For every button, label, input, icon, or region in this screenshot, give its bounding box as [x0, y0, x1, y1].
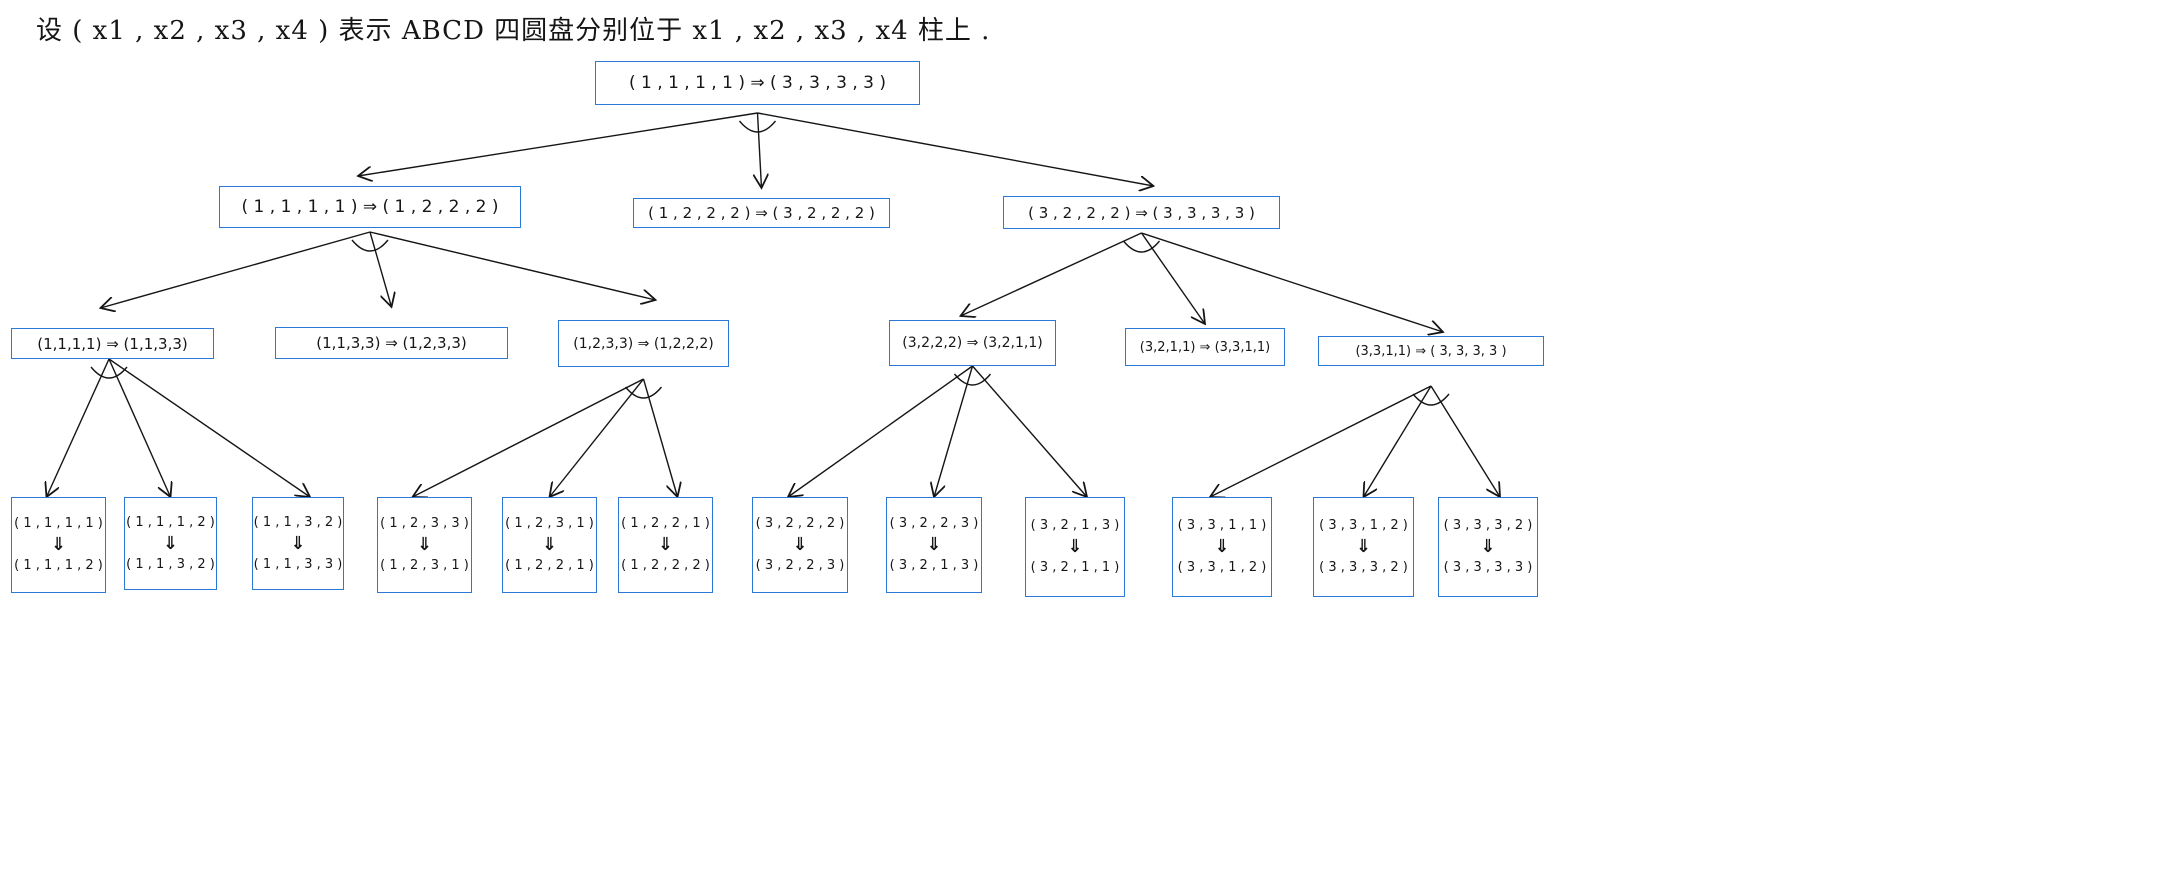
level1-node: ( 1 , 2 , 2 , 2 ) ⇒ ( 3 , 2 , 2 , 2 ) [633, 198, 890, 228]
node-label: (3,3,1,1) ⇒ ( 3, 3, 3, 3 ) [1355, 343, 1507, 359]
leaf-to: ( 3 , 3 , 1 , 2 ) [1177, 560, 1267, 575]
hanoi-recursion-diagram: 设 ( x1 , x2 , x3 , x4 ) 表示 ABCD 四圆盘分别位于 … [0, 16, 1568, 642]
branch-arc [624, 386, 663, 399]
tree-edge [108, 358, 310, 497]
leaf-node: ( 1 , 2 , 3 , 1 ) ⇓ ( 1 , 2 , 2 , 1 ) [502, 497, 597, 593]
tree-edge [369, 231, 656, 300]
root-node: ( 1 , 1 , 1 , 1 ) ⇒ ( 3 , 3 , 3 , 3 ) [595, 61, 920, 105]
leaf-node: ( 3 , 3 , 1 , 2 ) ⇓ ( 3 , 3 , 3 , 2 ) [1313, 497, 1414, 597]
branch-arc [953, 373, 992, 386]
level2-node: (3,2,2,2) ⇒ (3,2,1,1) [889, 320, 1056, 366]
leaf-node: ( 1 , 2 , 3 , 3 ) ⇓ ( 1 , 2 , 3 , 1 ) [377, 497, 472, 593]
tree-edge [369, 231, 392, 307]
down-arrow-icon: ⇓ [416, 534, 433, 555]
leaf-node: ( 3 , 2 , 1 , 3 ) ⇓ ( 3 , 2 , 1 , 1 ) [1025, 497, 1125, 597]
leaf-node: ( 1 , 1 , 1 , 1 ) ⇓ ( 1 , 1 , 1 , 2 ) [11, 497, 106, 593]
leaf-to: ( 1 , 1 , 3 , 2 ) [126, 556, 215, 572]
leaf-to: ( 3 , 3 , 3 , 3 ) [1443, 560, 1533, 575]
leaf-node: ( 1 , 1 , 3 , 2 ) ⇓ ( 1 , 1 , 3 , 3 ) [252, 497, 344, 590]
tree-edge [1140, 232, 1206, 324]
leaf-from: ( 3 , 3 , 3 , 2 ) [1443, 518, 1533, 533]
leaf-from: ( 1 , 2 , 3 , 3 ) [380, 516, 469, 531]
tree-edge [47, 358, 110, 497]
leaf-to: ( 1 , 2 , 2 , 2 ) [621, 558, 710, 573]
tree-edge [1364, 385, 1432, 497]
down-arrow-icon: ⇓ [1480, 536, 1496, 557]
down-arrow-icon: ⇓ [657, 534, 674, 555]
down-arrow-icon: ⇓ [162, 532, 179, 554]
leaf-to: ( 1 , 1 , 1 , 2 ) [14, 558, 103, 573]
leaf-node: ( 1 , 2 , 2 , 1 ) ⇓ ( 1 , 2 , 2 , 2 ) [618, 497, 713, 593]
branch-arc [1412, 393, 1450, 406]
down-arrow-icon: ⇓ [926, 534, 942, 555]
branch-arc [1122, 240, 1161, 253]
leaf-to: ( 3 , 2 , 2 , 3 ) [755, 558, 845, 573]
tree-edge [550, 378, 645, 497]
branch-arc [351, 239, 389, 252]
down-arrow-icon: ⇓ [1355, 536, 1372, 557]
tree-edge [358, 112, 758, 176]
down-arrow-icon: ⇓ [541, 534, 558, 555]
node-label: ( 1 , 1 , 1 , 1 ) ⇒ ( 1 , 2 , 2 , 2 ) [241, 197, 499, 217]
leaf-node: ( 3 , 3 , 3 , 2 ) ⇓ ( 3 , 3 , 3 , 3 ) [1438, 497, 1538, 597]
leaf-from: ( 3 , 2 , 2 , 3 ) [889, 516, 979, 531]
leaf-to: ( 3 , 2 , 1 , 3 ) [889, 558, 979, 573]
level2-node: (1,1,1,1) ⇒ (1,1,3,3) [11, 328, 214, 359]
leaf-from: ( 1 , 1 , 1 , 1 ) [14, 516, 103, 531]
level2-node: (3,2,1,1) ⇒ (3,3,1,1) [1125, 328, 1285, 366]
leaf-node: ( 3 , 3 , 1 , 1 ) ⇓ ( 3 , 3 , 1 , 2 ) [1172, 497, 1272, 597]
down-arrow-icon: ⇓ [1214, 536, 1230, 557]
edge-layer [0, 112, 1568, 642]
tree-edge [642, 378, 678, 497]
level1-node: ( 1 , 1 , 1 , 1 ) ⇒ ( 1 , 2 , 2 , 2 ) [219, 186, 521, 228]
leaf-to: ( 1 , 2 , 3 , 1 ) [380, 558, 469, 573]
leaf-from: ( 3 , 3 , 1 , 2 ) [1319, 518, 1408, 533]
down-arrow-icon: ⇓ [792, 534, 808, 555]
node-label: (1,1,3,3) ⇒ (1,2,3,3) [316, 334, 467, 352]
tree-edge [1430, 385, 1500, 497]
leaf-from: ( 1 , 2 , 2 , 1 ) [621, 516, 710, 531]
leaf-from: ( 3 , 2 , 2 , 2 ) [755, 516, 845, 531]
level2-node: (1,2,3,3) ⇒ (1,2,2,2) [558, 320, 729, 367]
node-label: (3,2,2,2) ⇒ (3,2,1,1) [902, 335, 1043, 351]
leaf-node: ( 1 , 1 , 1 , 2 ) ⇓ ( 1 , 1 , 3 , 2 ) [124, 497, 217, 590]
branch-arc [90, 366, 128, 379]
down-arrow-icon: ⇓ [290, 532, 306, 554]
leaf-from: ( 1 , 2 , 3 , 1 ) [505, 516, 594, 531]
tree-edge [934, 365, 974, 497]
problem-statement: 设 ( x1 , x2 , x3 , x4 ) 表示 ABCD 四圆盘分别位于 … [36, 16, 991, 46]
tree-edge [757, 112, 1154, 186]
node-label: ( 1 , 1 , 1 , 1 ) ⇒ ( 3 , 3 , 3 , 3 ) [629, 73, 886, 93]
tree-edge [413, 378, 644, 497]
node-label: (3,2,1,1) ⇒ (3,3,1,1) [1139, 339, 1271, 355]
branch-arc [738, 120, 777, 133]
tree-edge [788, 365, 973, 497]
node-label: ( 3 , 2 , 2 , 2 ) ⇒ ( 3 , 3 , 3 , 3 ) [1028, 203, 1255, 222]
down-arrow-icon: ⇓ [50, 534, 67, 555]
tree-edge [758, 112, 762, 188]
down-arrow-icon: ⇓ [1067, 536, 1083, 557]
leaf-node: ( 3 , 2 , 2 , 2 ) ⇓ ( 3 , 2 , 2 , 3 ) [752, 497, 848, 593]
leaf-from: ( 3 , 2 , 1 , 3 ) [1030, 518, 1120, 533]
leaf-to: ( 3 , 2 , 1 , 1 ) [1030, 560, 1120, 575]
leaf-from: ( 1 , 1 , 3 , 2 ) [253, 514, 343, 530]
level2-node: (3,3,1,1) ⇒ ( 3, 3, 3, 3 ) [1318, 336, 1544, 366]
node-label: (1,2,3,3) ⇒ (1,2,2,2) [573, 335, 714, 352]
tree-edge [108, 358, 171, 497]
tree-edge [971, 365, 1088, 497]
tree-edge [1210, 385, 1432, 497]
tree-edge [961, 232, 1142, 316]
level1-node: ( 3 , 2 , 2 , 2 ) ⇒ ( 3 , 3 , 3 , 3 ) [1003, 196, 1280, 229]
tree-edge [101, 231, 371, 308]
tree-edge [1141, 232, 1444, 332]
leaf-to: ( 1 , 1 , 3 , 3 ) [253, 556, 343, 572]
leaf-to: ( 3 , 3 , 3 , 2 ) [1319, 560, 1408, 575]
leaf-node: ( 3 , 2 , 2 , 3 ) ⇓ ( 3 , 2 , 1 , 3 ) [886, 497, 982, 593]
level2-node: (1,1,3,3) ⇒ (1,2,3,3) [275, 327, 508, 359]
leaf-to: ( 1 , 2 , 2 , 1 ) [505, 558, 594, 573]
leaf-from: ( 3 , 3 , 1 , 1 ) [1177, 518, 1267, 533]
leaf-from: ( 1 , 1 , 1 , 2 ) [126, 514, 215, 530]
node-label: (1,1,1,1) ⇒ (1,1,3,3) [37, 334, 188, 353]
node-label: ( 1 , 2 , 2 , 2 ) ⇒ ( 3 , 2 , 2 , 2 ) [648, 204, 875, 222]
